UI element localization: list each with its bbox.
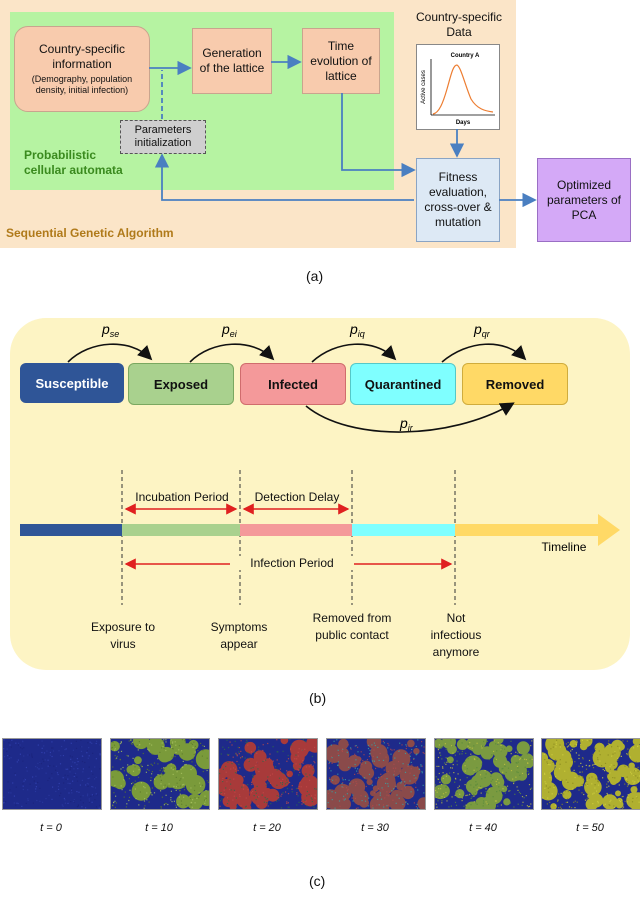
snapshot-0 [2,738,102,810]
rate-pqr-sub: qr [482,329,491,339]
rate-pei-sub: ei [230,329,238,339]
rate-piq: piq [349,321,365,339]
rate-pei-p: p [221,321,230,337]
rate-piq-sub: iq [358,329,365,339]
snapshot-5 [541,738,640,810]
timeline-removed [455,524,600,536]
transition-pse-arrow [68,344,150,362]
rate-pei: pei [221,321,238,339]
incubation-label: Incubation Period [126,490,238,504]
snapshot-2 [218,738,318,810]
snapshot-4 [434,738,534,810]
caption-c: (c) [309,873,325,889]
snapshot-row [0,738,640,818]
infection-period-label: Infection Period [230,556,354,570]
event-exposure: Exposure to virus [88,619,158,653]
timeline-infected [240,524,352,536]
rate-piq-p: p [349,321,358,337]
rate-pse: pse [101,321,119,339]
snapshot-label-4: t = 40 [434,822,532,834]
snapshot-label-2: t = 20 [218,822,316,834]
snapshot-1 [110,738,210,810]
transition-piq-arrow [312,344,394,362]
rate-pir: pir [399,415,414,433]
caption-b: (b) [309,690,326,706]
transition-pqr-arrow [442,344,524,362]
snapshot-3 [326,738,426,810]
rate-pir-p: p [399,415,408,431]
rate-pse-p: p [101,321,110,337]
timeline-susceptible [20,524,122,536]
timeline-arrowhead [598,514,620,546]
rate-pse-sub: se [110,329,120,339]
transition-pei-arrow [190,344,272,362]
event-removed: Removed from public contact [312,610,392,644]
event-symptoms: Symptoms appear [204,619,274,653]
snapshot-label-1: t = 10 [110,822,208,834]
snapshot-label-0: t = 0 [2,822,100,834]
snapshot-label-5: t = 50 [541,822,639,834]
event-not-infectious: Not infectious anymore [424,610,488,661]
timeline-label: Timeline [542,540,587,554]
timeline-quarantined [352,524,455,536]
timeline-exposed [122,524,240,536]
rate-pqr-p: p [473,321,482,337]
snapshot-label-3: t = 30 [326,822,424,834]
rate-pqr: pqr [473,321,491,339]
detection-label: Detection Delay [242,490,352,504]
